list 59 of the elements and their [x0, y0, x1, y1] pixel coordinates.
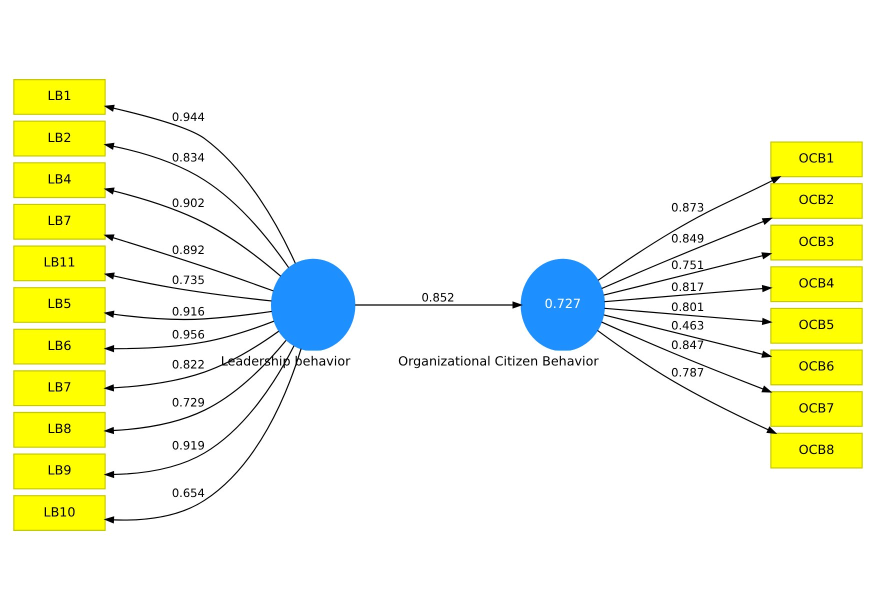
edge-label: 0.463: [670, 318, 704, 332]
node-box: LB11: [12, 244, 106, 281]
arrow: [103, 142, 289, 268]
node-box: LB9: [12, 453, 106, 489]
arrow: [102, 330, 279, 391]
node-box: OCB2: [770, 182, 862, 218]
edge-label: 0.834: [171, 150, 204, 164]
edge-label: 0.944: [171, 110, 204, 124]
edge-label: 0.956: [171, 327, 204, 342]
edge-label: 0.735: [171, 272, 204, 287]
node-box: LB10: [12, 494, 106, 530]
node-box: OCB7: [770, 390, 862, 426]
node-box: OCB4: [770, 266, 862, 302]
edge-label: 0.902: [171, 195, 204, 210]
node-box: LB7: [12, 203, 106, 240]
edge-label: 0.729: [171, 395, 204, 410]
edge-label: 0.751: [670, 258, 704, 272]
edge-label: 0.654: [171, 485, 204, 500]
edge-label: 0.916: [171, 304, 204, 318]
arrow: [600, 217, 772, 289]
arrow: [600, 321, 772, 392]
arrow: [103, 348, 302, 524]
node-box: OCB1: [770, 140, 862, 177]
node-box: LB6: [12, 328, 106, 364]
node-box: OCB5: [770, 307, 862, 344]
node-box: LB1: [12, 78, 106, 114]
edge-label: 0.817: [670, 280, 704, 294]
arrow: [103, 104, 296, 264]
arrow: [603, 252, 772, 296]
arrow: [103, 320, 274, 352]
edge-label: 0.873: [670, 200, 704, 214]
node-box: LB8: [12, 411, 106, 448]
arrow: [103, 272, 272, 302]
arrow: [354, 300, 522, 308]
node-box: OCB3: [770, 224, 862, 260]
arrow: [103, 187, 281, 276]
edge-label: 0.822: [171, 357, 204, 372]
edge-label: 0.787: [670, 365, 704, 380]
arrow: [604, 307, 772, 325]
edge-label: 0.847: [670, 337, 704, 352]
arrow: [103, 345, 294, 478]
edge-label: 0.892: [171, 242, 204, 257]
arrow: [103, 234, 274, 291]
node-box: LB5: [12, 286, 106, 322]
edge-label: 0.849: [670, 231, 704, 246]
arrow: [596, 329, 777, 434]
edge-label: 0.852: [420, 290, 454, 304]
node-box: LB7: [12, 370, 106, 406]
node-box: OCB8: [770, 432, 862, 468]
edge-label: 0.801: [670, 299, 704, 314]
arrow: [604, 284, 772, 302]
arrow: [603, 314, 772, 358]
node-box: OCB6: [770, 349, 862, 385]
arrow: [597, 176, 781, 280]
edge-label: 0.919: [171, 438, 204, 452]
arrow: [102, 339, 286, 434]
node-box: LB4: [12, 162, 106, 198]
node-box: LB2: [12, 120, 106, 156]
arrow: [103, 310, 272, 320]
